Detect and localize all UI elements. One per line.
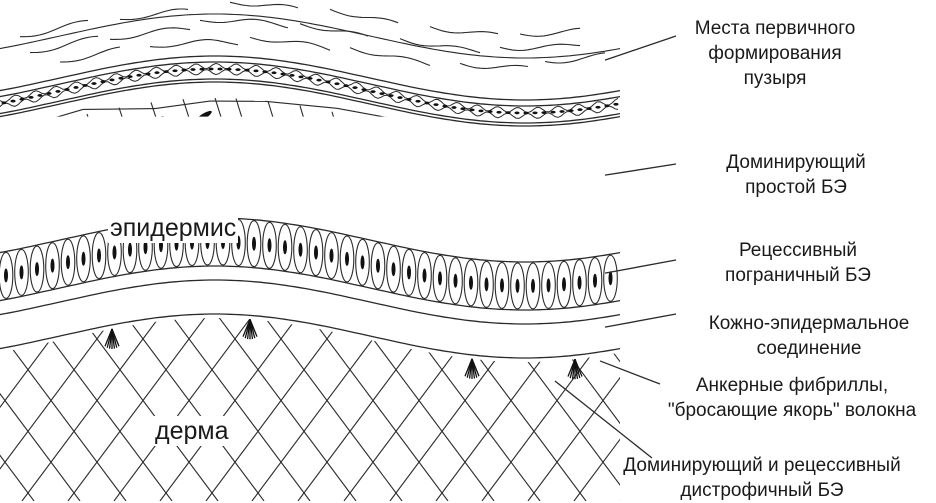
basal-cell-layer (0, 218, 620, 310)
label-dystrophic-eb-line2: дистрофичный БЭ (592, 478, 932, 503)
label-primary-blister-sites-line3: пузыря (672, 66, 878, 91)
label-dominant-simple-eb: Доминирующий простой БЭ (686, 150, 906, 200)
label-dermo-epidermal-junction-line2: соединение (688, 336, 930, 361)
stratum-corneum (0, 2, 620, 100)
label-dystrophic-eb-line1: Доминирующий и рецессивный (592, 453, 932, 478)
label-primary-blister-sites-line1: Места первичного (672, 16, 878, 41)
label-dominant-simple-eb-line2: простой БЭ (686, 175, 906, 200)
label-recessive-junctional-eb-line2: пограничный БЭ (690, 263, 906, 288)
label-recessive-junctional-eb: Рецессивный пограничный БЭ (690, 238, 906, 288)
dermis-label: дерма (153, 416, 231, 446)
label-dominant-simple-eb-line1: Доминирующий (686, 150, 906, 175)
label-dystrophic-eb: Доминирующий и рецессивный дистрофичный … (592, 453, 932, 503)
label-anchoring-fibrils-line1: Анкерные фибриллы, (650, 373, 934, 398)
label-dermo-epidermal-junction: Кожно-эпидермальное соединение (688, 311, 930, 361)
label-primary-blister-sites: Места первичного формирования пузыря (672, 16, 878, 91)
anchoring-fibrils (105, 319, 582, 379)
epidermis-label: эпидермис (108, 213, 238, 243)
spinous-cell-layer (0, 82, 645, 252)
label-anchoring-fibrils: Анкерные фибриллы, "бросающие якорь" вол… (650, 373, 934, 423)
label-anchoring-fibrils-line2: "бросающие якорь" волокна (650, 398, 934, 423)
label-recessive-junctional-eb-line1: Рецессивный (690, 238, 906, 263)
label-dermo-epidermal-junction-line1: Кожно-эпидермальное (688, 311, 930, 336)
label-primary-blister-sites-line2: формирования (672, 41, 878, 66)
